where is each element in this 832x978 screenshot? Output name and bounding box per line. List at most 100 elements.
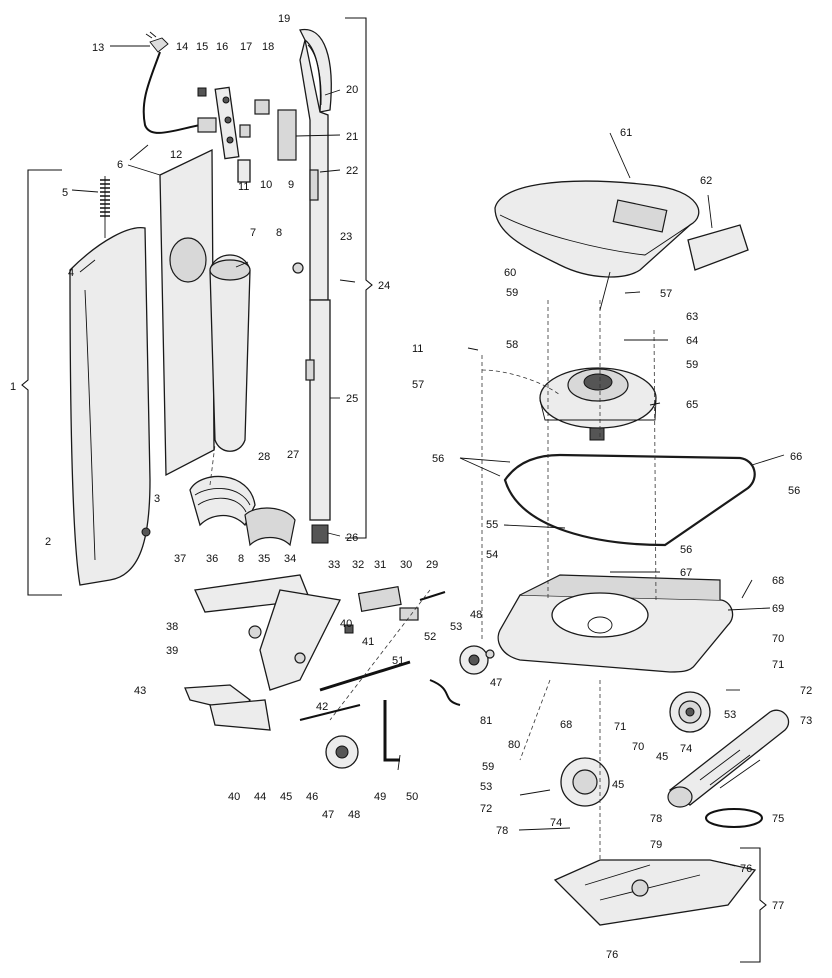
power-cord xyxy=(142,31,217,134)
callout-12: 12 xyxy=(170,149,182,161)
callout-53-right: 53 xyxy=(724,709,736,721)
callout-21: 21 xyxy=(346,131,358,143)
callout-8-bracket: 8 xyxy=(238,553,244,565)
callout-80: 80 xyxy=(508,739,520,751)
callout-55: 55 xyxy=(486,519,498,531)
callout-48-left: 48 xyxy=(348,809,360,821)
callout-47-left: 47 xyxy=(322,809,334,821)
callout-58: 58 xyxy=(506,339,518,351)
lower-handle-tube xyxy=(305,299,331,544)
callout-27: 27 xyxy=(287,449,299,461)
callout-1: 1 xyxy=(10,381,16,393)
rear-wheel-left xyxy=(325,735,359,769)
callout-52: 52 xyxy=(424,631,436,643)
callout-53-mid: 53 xyxy=(480,781,492,793)
callout-54: 54 xyxy=(486,549,498,561)
callout-32: 32 xyxy=(352,559,364,571)
callout-56-bottom: 56 xyxy=(680,544,692,556)
callout-47-right: 47 xyxy=(490,677,502,689)
front-wheel-left xyxy=(560,757,610,807)
pedal xyxy=(184,684,271,731)
callout-67: 67 xyxy=(680,567,692,579)
callout-77: 77 xyxy=(772,900,784,912)
leader-lines xyxy=(71,45,785,867)
callout-41: 41 xyxy=(362,636,374,648)
callout-78-right: 78 xyxy=(650,813,662,825)
callout-70-right: 70 xyxy=(772,633,784,645)
callout-25: 25 xyxy=(346,393,358,405)
fill-tube xyxy=(209,254,251,452)
callout-69: 69 xyxy=(772,603,784,615)
callout-40-lower: 40 xyxy=(228,791,240,803)
motor-assembly xyxy=(539,367,657,441)
callout-76-bottom: 76 xyxy=(606,949,618,961)
callout-20: 20 xyxy=(346,84,358,96)
callout-68-right: 68 xyxy=(772,575,784,587)
callout-57-left: 57 xyxy=(412,379,424,391)
callout-labels: 1 2 3 4 5 6 7 8 8 9 10 11 11 12 13 14 15… xyxy=(10,13,812,961)
callout-9: 9 xyxy=(288,179,294,191)
callout-33: 33 xyxy=(328,559,340,571)
callout-50: 50 xyxy=(406,791,418,803)
callout-74-left: 74 xyxy=(550,817,562,829)
callout-11-switch: 11 xyxy=(238,181,249,193)
callout-17: 17 xyxy=(240,41,252,53)
base-housing xyxy=(497,574,734,673)
callout-62: 62 xyxy=(700,175,712,187)
callout-73: 73 xyxy=(800,715,812,727)
callout-36: 36 xyxy=(206,553,218,565)
callout-22: 22 xyxy=(346,165,358,177)
front-wheel-right xyxy=(669,691,711,733)
back-panel xyxy=(159,148,215,477)
callout-76-top: 76 xyxy=(740,863,752,875)
callout-35: 35 xyxy=(258,553,270,565)
callout-63: 63 xyxy=(686,311,698,323)
callout-11-wire: 11 xyxy=(412,343,423,355)
callout-68-mid: 68 xyxy=(560,719,572,731)
axle-rods xyxy=(299,660,461,762)
callout-56-left: 56 xyxy=(432,453,444,465)
callout-19: 19 xyxy=(278,13,290,25)
callout-18: 18 xyxy=(262,41,274,53)
callout-60: 60 xyxy=(504,267,516,279)
callout-45-right: 45 xyxy=(656,751,668,763)
callout-8-handle: 8 xyxy=(276,227,282,239)
callout-6: 6 xyxy=(117,159,123,171)
callout-75: 75 xyxy=(772,813,784,825)
callout-74-right: 74 xyxy=(680,743,692,755)
callout-65: 65 xyxy=(686,399,698,411)
callout-16: 16 xyxy=(216,41,228,53)
callout-81: 81 xyxy=(480,715,492,727)
callout-28: 28 xyxy=(258,451,270,463)
flex-hose xyxy=(189,475,296,547)
callout-15: 15 xyxy=(196,41,208,53)
callout-43: 43 xyxy=(134,685,146,697)
callout-64: 64 xyxy=(686,335,698,347)
callout-48-right: 48 xyxy=(470,609,482,621)
handle-assembly xyxy=(277,28,356,301)
callout-44: 44 xyxy=(254,791,266,803)
callout-71-right: 71 xyxy=(772,659,784,671)
callout-79: 79 xyxy=(650,839,662,851)
callout-5: 5 xyxy=(62,187,68,199)
group-braces xyxy=(21,17,767,963)
brushroll xyxy=(667,709,790,808)
bottom-plate xyxy=(553,859,757,926)
callout-4: 4 xyxy=(68,267,74,279)
pedal-bracket xyxy=(194,574,446,691)
spring xyxy=(100,176,110,238)
callout-30: 30 xyxy=(400,559,412,571)
callout-46: 46 xyxy=(306,791,318,803)
callout-10: 10 xyxy=(260,179,272,191)
callout-42: 42 xyxy=(316,701,328,713)
callout-70-mid: 70 xyxy=(632,741,644,753)
callout-31: 31 xyxy=(374,559,386,571)
callout-59-right: 59 xyxy=(686,359,698,371)
callout-49: 49 xyxy=(374,791,386,803)
callout-23: 23 xyxy=(340,231,352,243)
callout-7: 7 xyxy=(250,227,256,239)
callout-66: 66 xyxy=(790,451,802,463)
bumper-strip xyxy=(503,453,756,547)
callout-13: 13 xyxy=(92,42,104,54)
